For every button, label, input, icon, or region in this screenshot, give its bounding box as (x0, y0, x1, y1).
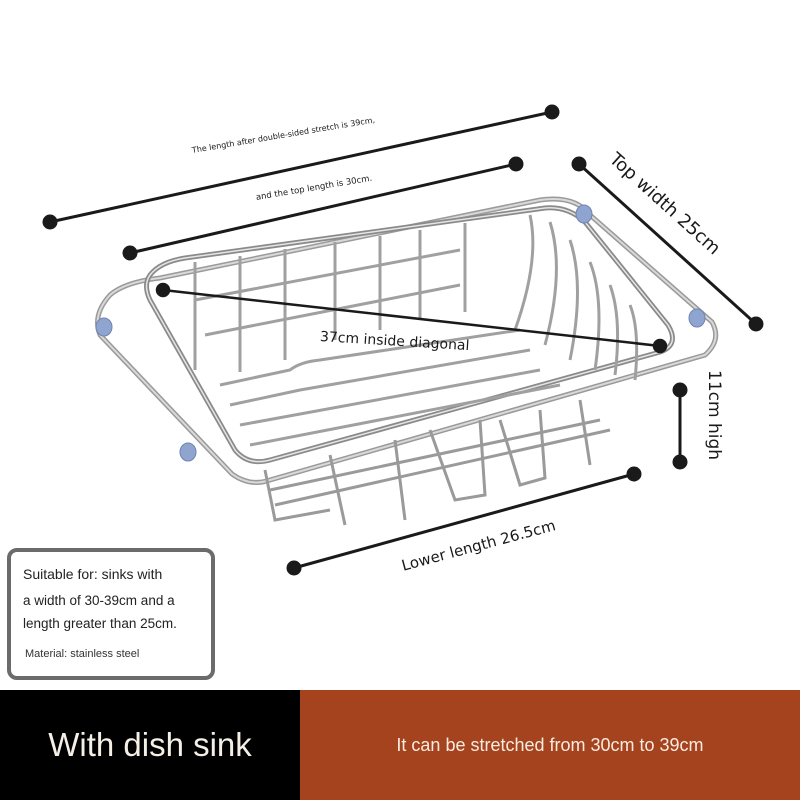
height-label: 11cm high (704, 370, 724, 461)
banner-left-panel: With dish sink (0, 690, 300, 800)
diagonal-line (155, 282, 668, 354)
banner-right-panel: It can be stretched from 30cm to 39cm (300, 690, 800, 800)
material-label: Material: stainless steel (25, 648, 140, 660)
bottom-banner: With dish sink It can be stretched from … (0, 690, 800, 800)
suitability-info-box: Suitable for: sinks with a width of 30-3… (7, 548, 215, 680)
info-line-1: Suitable for: sinks with (23, 566, 163, 582)
basket-legs (263, 399, 611, 526)
banner-subtitle: It can be stretched from 30cm to 39cm (396, 734, 704, 755)
basket-rim-highlight (145, 207, 674, 463)
blue-end-caps (95, 204, 706, 462)
dish-rack-icon (42, 104, 764, 576)
dimension-lines (42, 104, 764, 576)
info-line-2: a width of 30-39cm and a (23, 593, 175, 608)
banner-title: With dish sink (48, 726, 252, 763)
info-line-3: length greater than 25cm. (23, 616, 177, 631)
product-illustration: The length after double-sided stretch is… (7, 104, 764, 680)
